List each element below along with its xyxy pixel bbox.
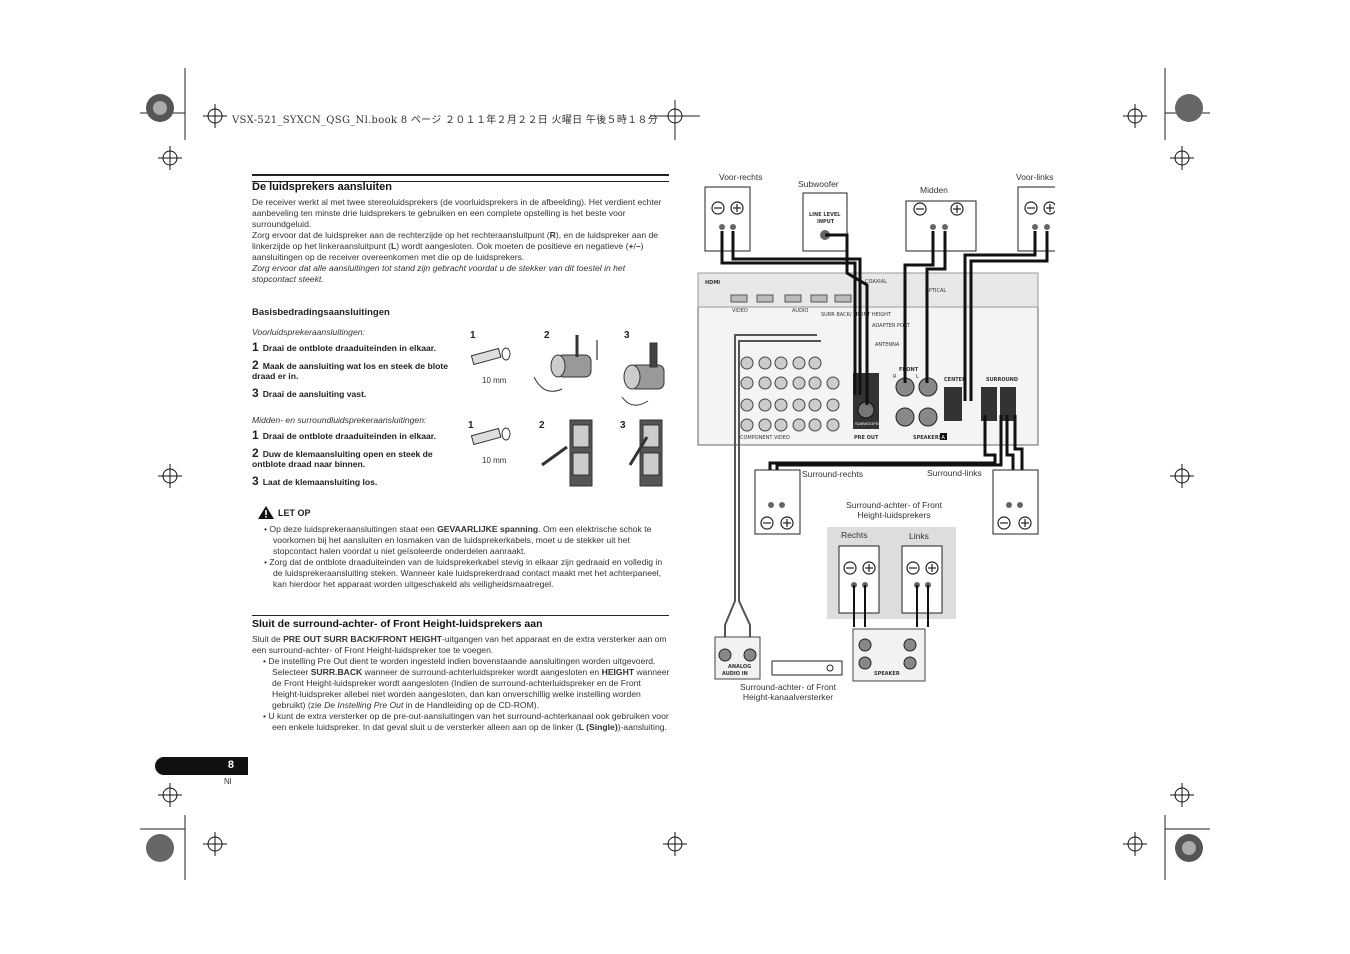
panel-center: CENTER xyxy=(944,377,966,383)
panel-surround: SURROUND xyxy=(986,377,1018,383)
basics-title: Basisbedradingsaansluitingen xyxy=(252,307,390,318)
polarity-paragraph: Zorg ervoor dat de luidspreker aan de re… xyxy=(252,230,659,262)
mm-label: 10 mm xyxy=(482,456,507,465)
line-level-label: INPUT xyxy=(817,219,835,225)
line-level-label: LINE LEVEL xyxy=(809,212,841,218)
panel-speakers-badge: A xyxy=(942,435,946,441)
page-number-tab: 8 xyxy=(155,757,248,775)
label-surround-rechts: Surround-rechts xyxy=(802,469,863,479)
warning-icon xyxy=(258,506,274,519)
power-warning: Zorg ervoor dat alle aansluitingen tot s… xyxy=(252,263,626,284)
label-midden: Midden xyxy=(920,185,948,195)
section-title-speakers: De luidsprekers aansluiten xyxy=(252,181,392,193)
panel-hdmi: HDMI xyxy=(705,280,720,286)
connection-diagram: LINE LEVEL INPUT HDMI VIDEO AUDIO SURR B… xyxy=(697,186,1055,682)
fig-num: 2 xyxy=(539,420,545,431)
panel-front: FRONT xyxy=(899,367,919,373)
surround-back-item: • U kunt de extra versterker op de pre-o… xyxy=(263,711,669,732)
surround-back-text: Sluit de PRE OUT SURR BACK/FRONT HEIGHT-… xyxy=(252,634,670,733)
panel-antenna: ANTENNA xyxy=(875,342,900,348)
panel-pre-out: PRE OUT xyxy=(854,435,879,441)
caution-title: LET OP xyxy=(278,508,311,518)
panel-adapter: ADAPTER PORT xyxy=(872,323,911,329)
label-voor-links: Voor-links xyxy=(1016,172,1054,182)
label-subwoofer: Subwoofer xyxy=(798,179,839,189)
front-subtitle: Voorluidsprekeraansluitingen: xyxy=(252,327,365,337)
caution-item: • Zorg dat de ontblote draaduiteinden va… xyxy=(264,557,663,589)
surround-subtitle: Midden- en surroundluidsprekeraansluitin… xyxy=(252,415,427,425)
fig-num: 1 xyxy=(468,420,474,431)
fig-num: 2 xyxy=(544,330,550,341)
panel-speakers: SPEAKERS xyxy=(913,435,943,441)
panel-coaxial: COAXIAL xyxy=(865,279,887,285)
panel-subwoofer: SUBWOOFER xyxy=(855,421,881,426)
label-rechts: Rechts xyxy=(841,530,868,540)
fig-num: 3 xyxy=(624,330,630,341)
intro-paragraph: De receiver werkt al met twee stereoluid… xyxy=(252,197,662,229)
section-rule xyxy=(252,615,669,616)
surround-back-intro: Sluit de PRE OUT SURR BACK/FRONT HEIGHT-… xyxy=(252,634,667,655)
caution-item: • Op deze luidsprekeraansluitingen staat… xyxy=(264,524,652,556)
amp-speaker-label: SPEAKER xyxy=(874,671,900,677)
amp-audio-in-label: AUDIO IN xyxy=(722,671,748,677)
file-info-header: VSX-521_SYXCN_QSG_Nl.book 8 ページ ２０１１年２月２… xyxy=(232,115,659,126)
label-surround-links: Surround-links xyxy=(927,468,982,478)
language-code: Nl xyxy=(224,777,232,786)
surround-back-item: • De instelling Pre Out dient te worden … xyxy=(263,656,670,710)
label-voor-rechts: Voor-rechts xyxy=(719,172,763,182)
fig-num: 1 xyxy=(470,330,476,341)
mm-label: 10 mm xyxy=(482,376,507,385)
panel-video: VIDEO xyxy=(732,308,748,314)
fig-num: 3 xyxy=(620,420,626,431)
panel-optical: OPTICAL xyxy=(925,288,946,294)
section-rule xyxy=(252,174,669,182)
panel-audio: AUDIO xyxy=(792,308,808,314)
caution-list: • Op deze luidsprekeraansluitingen staat… xyxy=(259,524,669,590)
panel-component: COMPONENT VIDEO xyxy=(740,435,790,441)
label-links: Links xyxy=(909,531,929,541)
section-title-surround-back: Sluit de surround-achter- of Front Heigh… xyxy=(252,618,543,630)
intro-text: De receiver werkt al met twee stereoluid… xyxy=(252,197,670,285)
panel-r: R xyxy=(893,374,897,380)
panel-l: L xyxy=(916,374,919,380)
wiring-illustrations: 1 2 3 10 mm 1 2 3 10 mm xyxy=(468,330,665,487)
amp-analog-label: ANALOG xyxy=(728,664,751,670)
